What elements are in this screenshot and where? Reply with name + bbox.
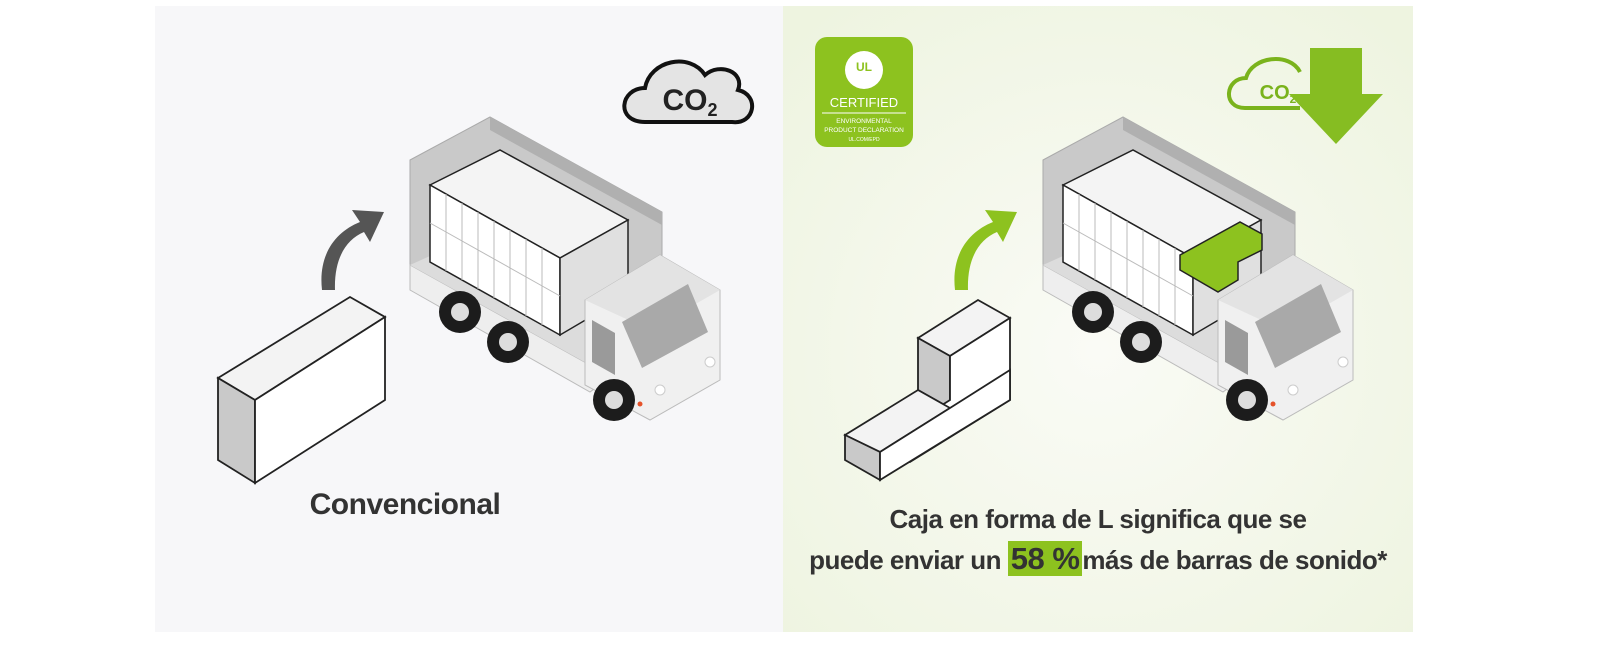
arrow-icon-green [954, 210, 1017, 290]
l-box-caption: Caja en forma de L significa que se pued… [783, 500, 1413, 580]
caption-post: más de barras de sonido* [1082, 545, 1387, 575]
ul-certified-badge: UL CERTIFIED ENVIRONMENTAL PRODUCT DECLA… [815, 37, 913, 147]
co2-cloud-icon: CO2 [622, 59, 755, 125]
svg-text:CERTIFIED: CERTIFIED [830, 95, 898, 110]
arrow-icon [321, 210, 384, 290]
svg-text:PRODUCT DECLARATION: PRODUCT DECLARATION [824, 127, 904, 134]
svg-text:UL: UL [856, 60, 872, 74]
percent-highlight: 58 % [1007, 541, 1083, 576]
l-box-highlight [1179, 221, 1263, 293]
co2-reduction-icon: CO2 [1227, 48, 1383, 144]
caption-line-2: puede enviar un 58 %más de barras de son… [783, 539, 1413, 580]
caption-pre: puede enviar un [809, 545, 1002, 575]
conventional-label: Convencional [309, 488, 501, 521]
caption-line-1: Caja en forma de L significa que se [889, 504, 1307, 534]
l-shaped-box [843, 298, 1012, 482]
svg-text:UL.COM/EPD: UL.COM/EPD [848, 137, 880, 143]
svg-text:ENVIRONMENTAL: ENVIRONMENTAL [836, 118, 892, 125]
conventional-box [216, 295, 387, 485]
